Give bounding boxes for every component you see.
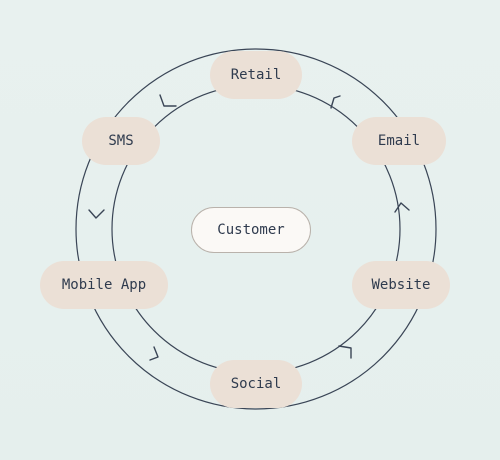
flow-arrow-retail-email [330, 95, 341, 109]
flow-arrow-sms-retail [159, 94, 177, 107]
customer-label: Customer [217, 222, 285, 238]
outer-ring [75, 48, 437, 410]
channel-label-social: Social [230, 376, 282, 392]
channel-node-website: Website [352, 261, 450, 309]
channel-node-email: Email [352, 117, 446, 165]
flow-arrow-email-website [394, 202, 410, 213]
channel-label-email: Email [377, 133, 421, 149]
channel-node-retail: Retail [210, 51, 302, 99]
channel-node-sms: SMS [82, 117, 160, 165]
flow-arrow-social-mobile [149, 346, 159, 361]
customer-hub: Customer [191, 207, 311, 253]
channel-label-sms: SMS [108, 133, 134, 149]
channel-node-mobile-app: Mobile App [40, 261, 168, 309]
flow-arrow-mobile-sms [88, 209, 105, 219]
channel-label-retail: Retail [230, 67, 282, 83]
channel-label-website: Website [371, 277, 431, 293]
channel-node-social: Social [210, 360, 302, 408]
channel-label-mobile-app: Mobile App [61, 277, 147, 293]
flow-arrow-website-social [338, 345, 352, 359]
